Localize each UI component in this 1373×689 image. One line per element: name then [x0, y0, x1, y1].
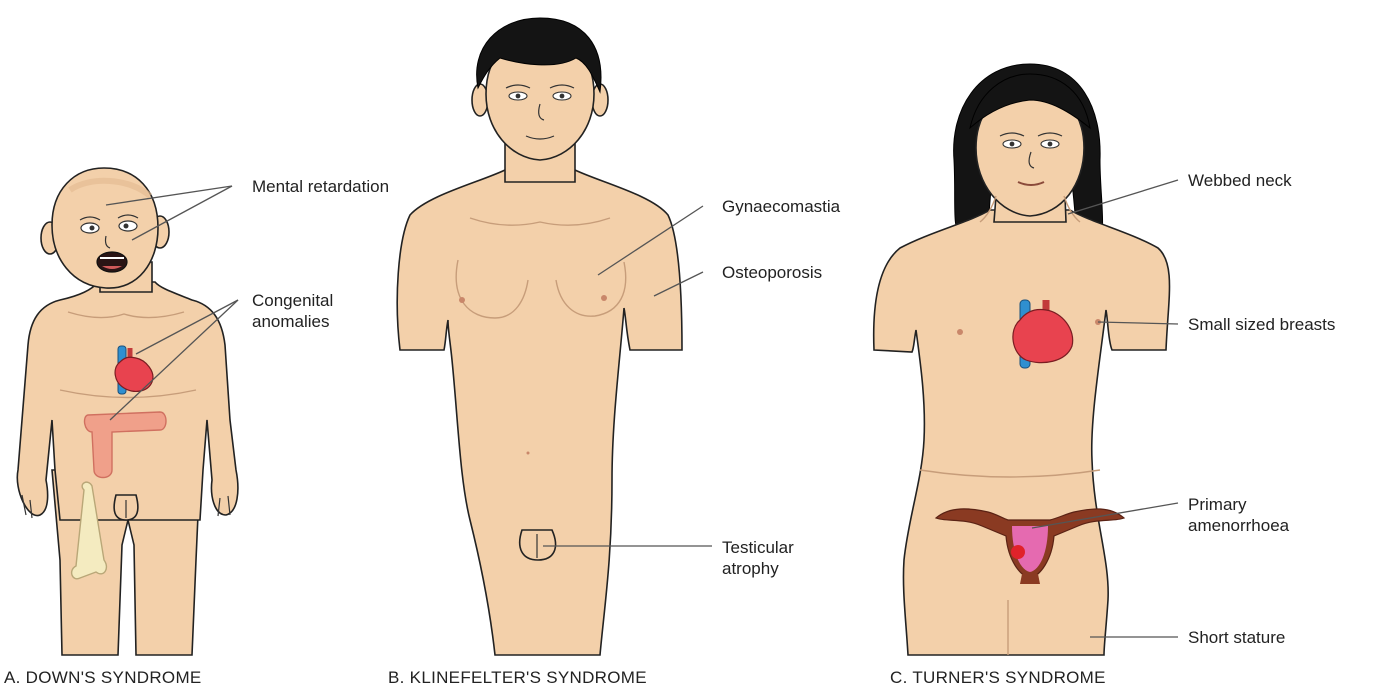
label-primary-amenorrhoea: Primary amenorrhoea [1188, 494, 1289, 536]
klinefelter-figure [397, 18, 682, 655]
label-mental-retardation: Mental retardation [252, 176, 389, 197]
caption-klinefelters-syndrome: B. KLINEFELTER'S SYNDROME [388, 668, 647, 688]
label-osteoporosis: Osteoporosis [722, 262, 822, 283]
downs-child-figure [17, 168, 238, 655]
label-testicular-atrophy: Testicular atrophy [722, 537, 794, 579]
caption-downs-syndrome: A. DOWN'S SYNDROME [4, 668, 202, 688]
label-small-breasts: Small sized breasts [1188, 314, 1335, 335]
klinefelter-body [397, 170, 682, 655]
label-webbed-neck: Webbed neck [1188, 170, 1292, 191]
turner-figure [874, 64, 1170, 655]
label-short-stature: Short stature [1188, 627, 1285, 648]
label-gynaecomastia: Gynaecomastia [722, 196, 840, 217]
caption-turners-syndrome: C. TURNER'S SYNDROME [890, 668, 1106, 688]
label-congenital-anomalies: Congenital anomalies [252, 290, 333, 332]
turner-body [874, 210, 1170, 655]
